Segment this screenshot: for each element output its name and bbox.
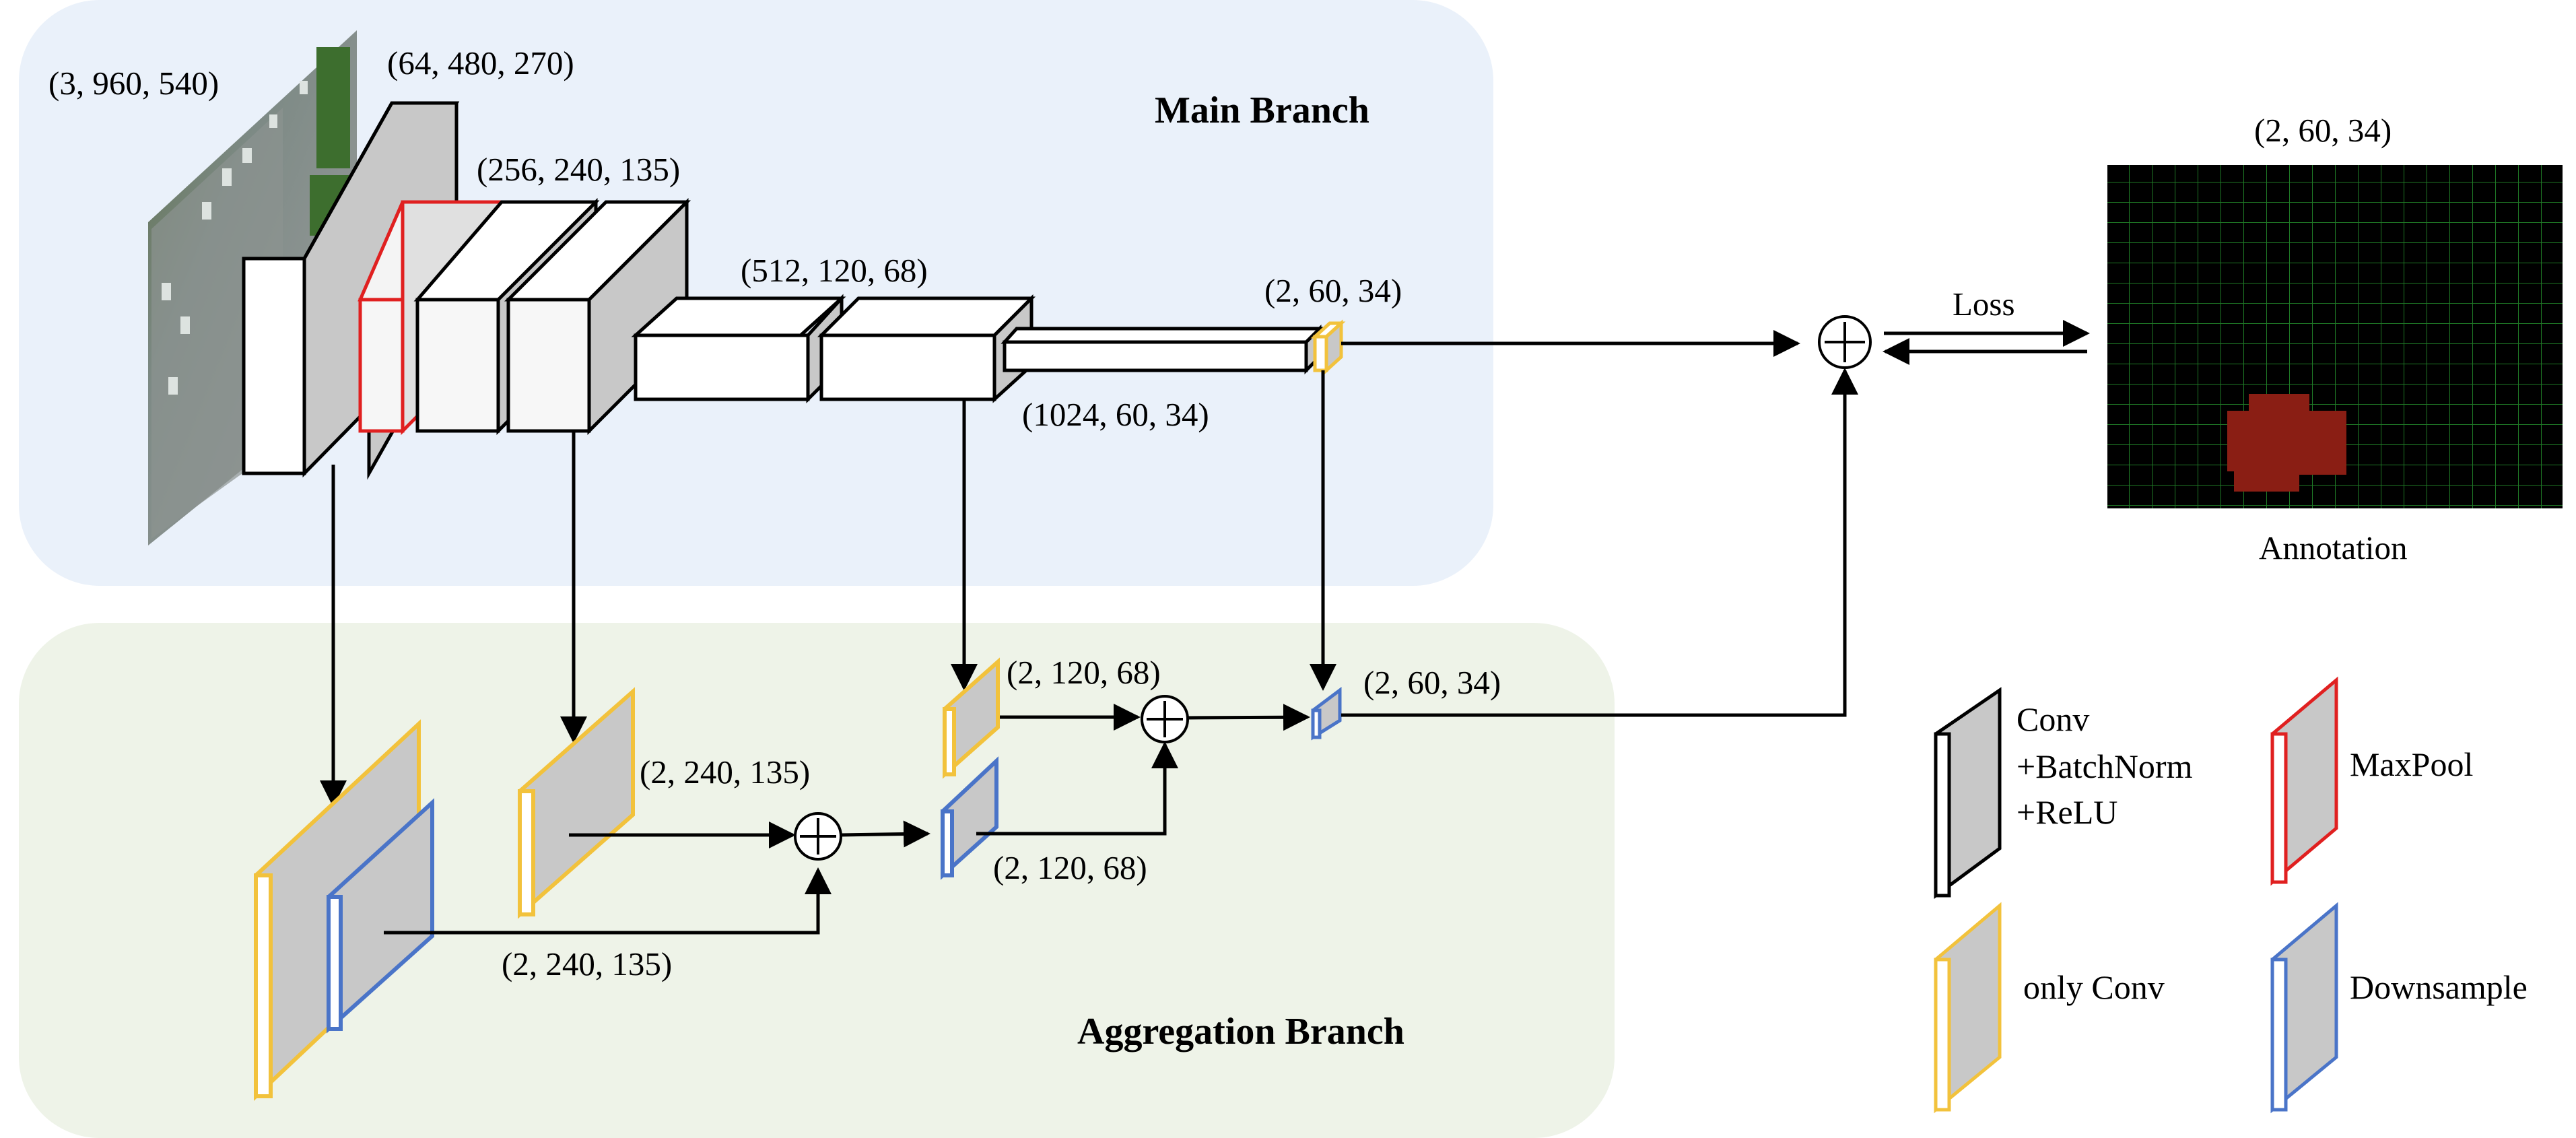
annotation-grid [2107,165,2563,508]
downsample-block-240 [327,798,434,1034]
loss-label: Loss [1953,286,2015,323]
legend-maxpool: MaxPool [2270,676,2473,886]
label-output-size: (2, 60, 34) [2254,112,2392,149]
aggregation-branch-title: Aggregation Branch [1077,1011,1404,1052]
label-64: (64, 480, 270) [387,44,574,81]
conv-block-1024 [1001,324,1324,375]
legend-downsample-label: Downsample [2350,968,2528,1006]
conv-block-256-b [504,197,691,436]
label-256: (256, 240, 135) [477,151,680,188]
legend-only-conv-label: only Conv [2023,968,2165,1006]
plus-node-2 [1141,695,1189,743]
arrow-downsample-to-plus1 [384,867,832,935]
conv-block-512-a [631,294,846,404]
legend-maxpool-label: MaxPool [2350,745,2473,783]
plus-node-1 [794,812,842,861]
label-1024: (1024, 60, 34) [1022,396,1209,433]
legend-conv-line2: +BatchNorm [2016,747,2193,785]
only-conv-block-120 [943,657,1000,779]
label-a240-bottom: (2, 240, 135) [502,945,672,982]
annotation-label: Annotation [2259,529,2407,566]
arrow-ds120-to-plus2 [976,741,1178,836]
label-512: (512, 120, 68) [741,252,928,289]
label-a60: (2, 60, 34) [1363,664,1501,701]
legend-only-conv: only Conv [1934,902,2165,1114]
legend-conv-line1: Conv [2016,700,2089,738]
legend-conv-bn-relu: Conv +BatchNorm +ReLU [1934,687,2193,899]
main-branch-title: Main Branch [1155,90,1369,131]
only-conv-block-main [1310,319,1346,374]
arrow-plus1-to-downsample120 [840,820,930,848]
downsample-block-60 [1311,687,1342,741]
arrow-plus2-to-downsample60 [1187,704,1310,731]
conv-block-512-b [817,294,1036,403]
label-a240-top: (2, 240, 135) [640,754,810,791]
downsample-block-120 [941,756,998,880]
only-conv-block-240-small [518,687,635,919]
legend-conv-line3: +ReLU [2016,793,2117,831]
legend-downsample: Downsample [2270,902,2528,1114]
plus-node-output [1818,315,1872,369]
arrow-agg-to-plus-out [1341,368,1858,717]
label-a120-top: (2, 120, 68) [1007,654,1161,691]
label-input-size: (3, 960, 540) [48,65,219,102]
label-2-main: (2, 60, 34) [1264,272,1402,309]
label-a120-bottom: (2, 120, 68) [993,849,1147,886]
